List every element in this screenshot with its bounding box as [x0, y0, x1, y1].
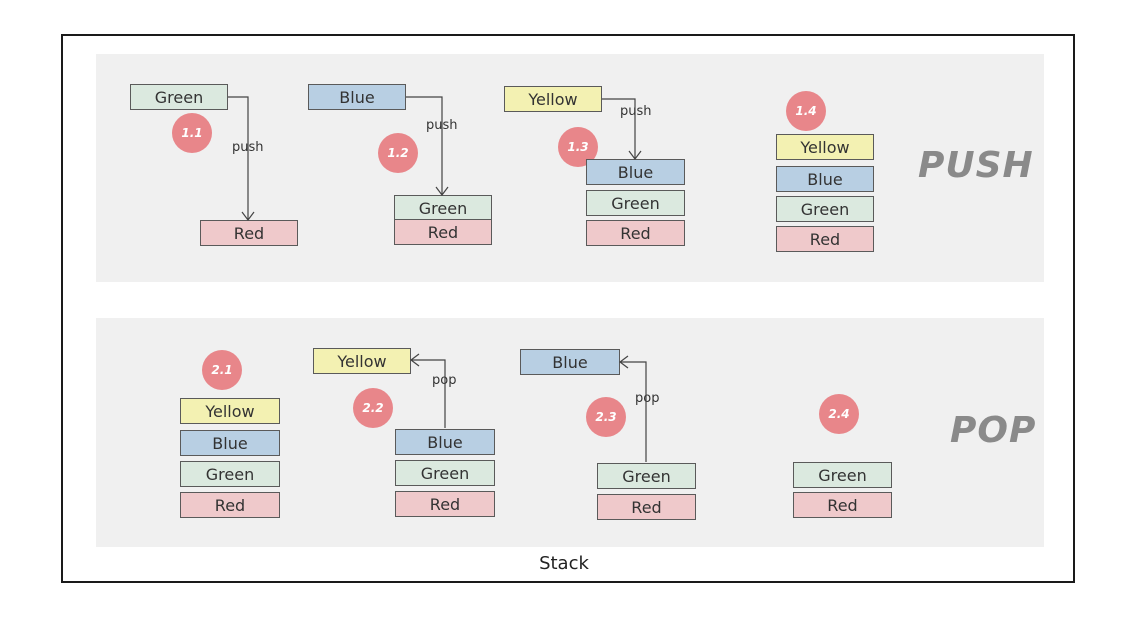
- step-badge-1-4: 1.4: [786, 91, 826, 131]
- push-arrow-1-1: [228, 96, 249, 219]
- pop-arrow-2-3: [621, 361, 647, 462]
- pop-title: POP: [950, 410, 1037, 451]
- stack-item-2-2-1: Green: [395, 460, 495, 486]
- push-arrow-1-3: [602, 98, 636, 158]
- stack-item-2-4-1: Red: [793, 492, 892, 518]
- stack-item-2-4-0: Green: [793, 462, 892, 488]
- stack-item-1-1-0: Red: [200, 220, 298, 246]
- stack-item-1-4-1: Blue: [776, 166, 874, 192]
- op-label-1-3: push: [620, 104, 652, 119]
- stack-item-2-2-0: Blue: [395, 429, 495, 455]
- stack-item-1-4-2: Green: [776, 196, 874, 222]
- stack-item-2-1-1: Blue: [180, 430, 280, 456]
- arrowhead-2-3: [619, 355, 629, 369]
- stack-item-1-4-3: Red: [776, 226, 874, 252]
- pop-arrow-2-2: [412, 359, 446, 428]
- step-badge-2-2: 2.2: [353, 388, 393, 428]
- arrowhead-1-3: [628, 150, 642, 160]
- stack-item-2-1-0: Yellow: [180, 398, 280, 424]
- stack-item-2-1-3: Red: [180, 492, 280, 518]
- stack-item-2-3-0: Green: [597, 463, 696, 489]
- stack-item-1-3-0: Blue: [586, 159, 685, 185]
- stack-item-2-1-2: Green: [180, 461, 280, 487]
- stack-item-2-3-1: Red: [597, 494, 696, 520]
- step-badge-1-3: 1.3: [558, 127, 598, 167]
- stack-item-1-4-0: Yellow: [776, 134, 874, 160]
- stack-item-1-3-2: Red: [586, 220, 685, 246]
- outgoing-item-2-2: Yellow: [313, 348, 411, 374]
- diagram-caption: Stack: [539, 553, 589, 574]
- step-badge-2-4: 2.4: [819, 394, 859, 434]
- stack-item-1-2-1: Red: [394, 219, 492, 245]
- push-arrow-1-2: [406, 96, 443, 194]
- op-label-2-3: pop: [635, 391, 660, 406]
- stack-item-1-3-1: Green: [586, 190, 685, 216]
- incoming-item-1-1: Green: [130, 84, 228, 110]
- arrowhead-1-1: [241, 211, 255, 221]
- step-badge-1-2: 1.2: [378, 133, 418, 173]
- push-title: PUSH: [918, 145, 1034, 186]
- step-badge-1-1: 1.1: [172, 113, 212, 153]
- op-label-2-2: pop: [432, 373, 457, 388]
- incoming-item-1-3: Yellow: [504, 86, 602, 112]
- stack-item-2-2-2: Red: [395, 491, 495, 517]
- stack-item-1-2-0: Green: [394, 195, 492, 221]
- arrowhead-2-2: [410, 353, 420, 367]
- step-badge-2-1: 2.1: [202, 350, 242, 390]
- incoming-item-1-2: Blue: [308, 84, 406, 110]
- step-badge-2-3: 2.3: [586, 397, 626, 437]
- arrowhead-1-2: [435, 186, 449, 196]
- diagram-frame: [61, 34, 1075, 583]
